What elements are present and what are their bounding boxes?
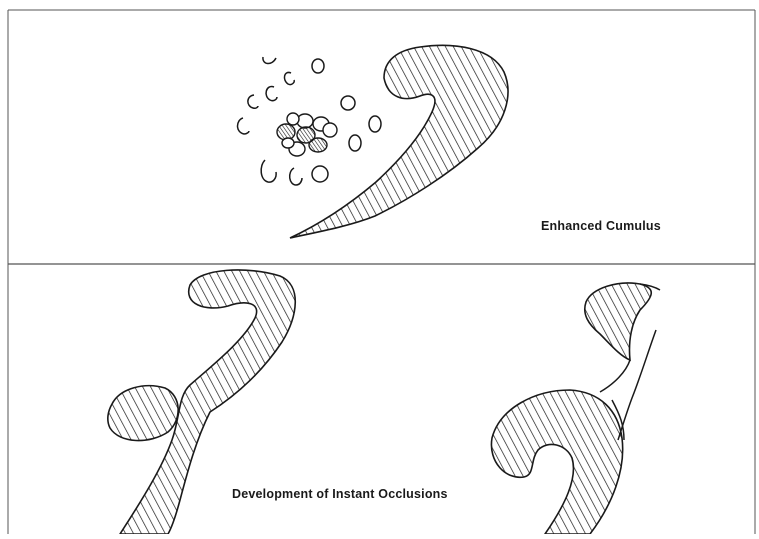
enhanced-cumulus-cluster [277, 113, 337, 156]
occluded-front-fragment [585, 283, 651, 360]
diagram-frame [8, 10, 755, 534]
panel-label-enhanced-cumulus: Enhanced Cumulus [541, 219, 661, 233]
panel-label-instant-occlusions: Development of Instant Occlusions [232, 487, 448, 501]
right-occlusion-band [491, 390, 622, 534]
panel-enhanced-cumulus [238, 45, 508, 238]
isolated-cloud-blob [108, 386, 178, 441]
